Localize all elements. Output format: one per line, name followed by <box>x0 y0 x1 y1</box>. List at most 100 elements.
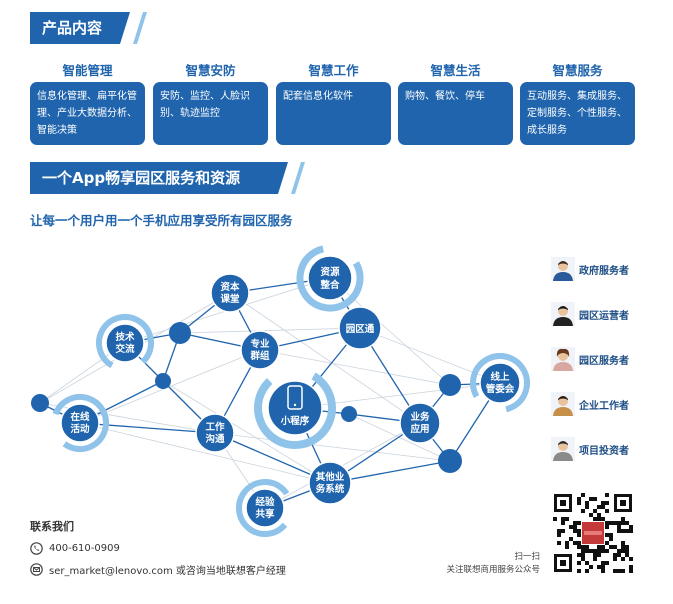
qr-cell <box>613 569 617 573</box>
qr-cell <box>605 521 609 525</box>
node-tech[interactable]: 技术 交流 <box>105 323 145 363</box>
minor-node <box>31 394 49 412</box>
qr-cell <box>573 541 577 545</box>
qr-cell <box>581 545 585 549</box>
node-business-line2: 应用 <box>410 423 429 435</box>
person-icon <box>551 302 575 326</box>
qr-cell <box>585 505 589 509</box>
node-resource-line1: 资源 <box>320 266 340 278</box>
product-title-2: 智慧工作 <box>308 63 359 78</box>
banner-stripe <box>133 12 147 44</box>
qr-cell <box>581 557 585 561</box>
qr-cell <box>605 501 609 505</box>
node-pro[interactable]: 专业 群组 <box>240 330 280 370</box>
node-other-line2: 务系统 <box>316 483 345 495</box>
node-experience[interactable]: 经验 共享 <box>245 488 285 528</box>
qr-cell <box>565 545 569 549</box>
product-card-2: 配套信息化软件 <box>276 82 391 145</box>
qr-cell <box>625 545 629 549</box>
qr-cell <box>581 509 585 513</box>
qr-cell <box>625 549 629 553</box>
qr-cell <box>589 497 593 501</box>
contact-email[interactable]: ser_market@lenovo.com 或咨询当地联想客户经理 <box>30 562 286 577</box>
qr-cell <box>561 529 565 533</box>
qr-cell <box>609 537 613 541</box>
qr-cell <box>593 517 597 521</box>
role-label: 政府服务者 <box>579 266 629 277</box>
product-card-4: 互动服务、集成服务、定制服务、个性服务、成长服务 <box>520 82 635 145</box>
qr-cell <box>605 561 609 565</box>
qr-cell <box>577 553 581 557</box>
qr-cell <box>613 521 617 525</box>
qr-cell <box>617 549 621 553</box>
product-card-0: 信息化管理、扁平化管理、产业大数据分析、智能决策 <box>30 82 145 145</box>
node-work[interactable]: 工作 沟通 <box>195 413 235 453</box>
app-subtitle: 让每一个用户用一个手机应用享受所有园区服务 <box>30 213 293 228</box>
node-rings <box>51 244 530 537</box>
product-card-1: 安防、监控、人脸识别、轨迹监控 <box>153 82 268 145</box>
product-title-4: 智慧服务 <box>552 63 603 78</box>
node-park-label: 园区通 <box>346 324 375 335</box>
qr-cell <box>605 541 609 545</box>
mail-icon <box>30 563 43 576</box>
qr-cell <box>621 557 625 561</box>
node-resource[interactable]: 资源 整合 <box>307 255 353 301</box>
qr-code[interactable] <box>553 493 633 573</box>
contact-phone[interactable]: 400-610-0909 <box>30 542 120 555</box>
qr-cell <box>593 553 597 557</box>
qr-cell <box>601 505 605 509</box>
qr-cell <box>577 569 581 573</box>
qr-cell <box>605 549 609 553</box>
qr-cell <box>617 569 621 573</box>
qr-cell <box>561 521 565 525</box>
node-work-line2: 沟通 <box>205 433 225 445</box>
node-business[interactable]: 业务 应用 <box>399 402 441 444</box>
node-experience-line2: 共享 <box>255 508 275 520</box>
node-other[interactable]: 其他业 务系统 <box>308 461 352 505</box>
qr-cell <box>573 525 577 529</box>
qr-cell <box>613 553 617 557</box>
qr-cell <box>621 521 625 525</box>
node-work-line1: 工作 <box>205 421 225 433</box>
qr-cell <box>605 493 609 497</box>
node-online[interactable]: 在线 活动 <box>60 403 100 443</box>
qr-cell <box>613 545 617 549</box>
node-online-line1: 在线 <box>70 411 90 423</box>
qr-cell <box>565 517 569 521</box>
qr-cell <box>605 509 609 513</box>
role-label: 园区运营者 <box>579 311 629 322</box>
qr-cell <box>629 565 633 569</box>
node-resource-line2: 整合 <box>319 279 340 291</box>
qr-cell <box>629 557 633 561</box>
qr-cell <box>597 513 601 517</box>
qr-cell <box>601 569 605 573</box>
qr-cell <box>585 545 589 549</box>
qr-cell <box>589 513 593 517</box>
node-pro-line1: 专业 <box>250 338 270 350</box>
qr-cell <box>557 533 561 537</box>
qr-cell <box>597 505 601 509</box>
person-icon <box>551 437 575 461</box>
node-pro-line2: 群组 <box>249 350 270 362</box>
qr-cell <box>557 529 561 533</box>
qr-cell <box>605 525 609 529</box>
qr-cell <box>601 561 605 565</box>
contact-title: 联系我们 <box>30 520 74 533</box>
node-capital[interactable]: 资本 课堂 <box>210 273 250 313</box>
node-online-line2: 活动 <box>70 423 90 435</box>
node-committee[interactable]: 线上 管委会 <box>479 362 521 404</box>
qr-cell <box>601 545 605 549</box>
minor-node <box>439 374 461 396</box>
role-label: 企业工作者 <box>579 401 629 412</box>
qr-cell <box>581 553 585 557</box>
app-section-title: 一个App畅享园区服务和资源 <box>30 162 288 194</box>
qr-cell <box>629 569 633 573</box>
node-park[interactable]: 园区通 <box>338 306 382 350</box>
person-icon <box>551 347 575 371</box>
qr-cell <box>565 541 569 545</box>
banner-stripe <box>291 162 305 194</box>
qr-cell <box>593 549 597 553</box>
qr-cell <box>629 525 633 529</box>
minor-node <box>438 449 462 473</box>
node-mini[interactable]: 小程序 <box>267 380 323 436</box>
